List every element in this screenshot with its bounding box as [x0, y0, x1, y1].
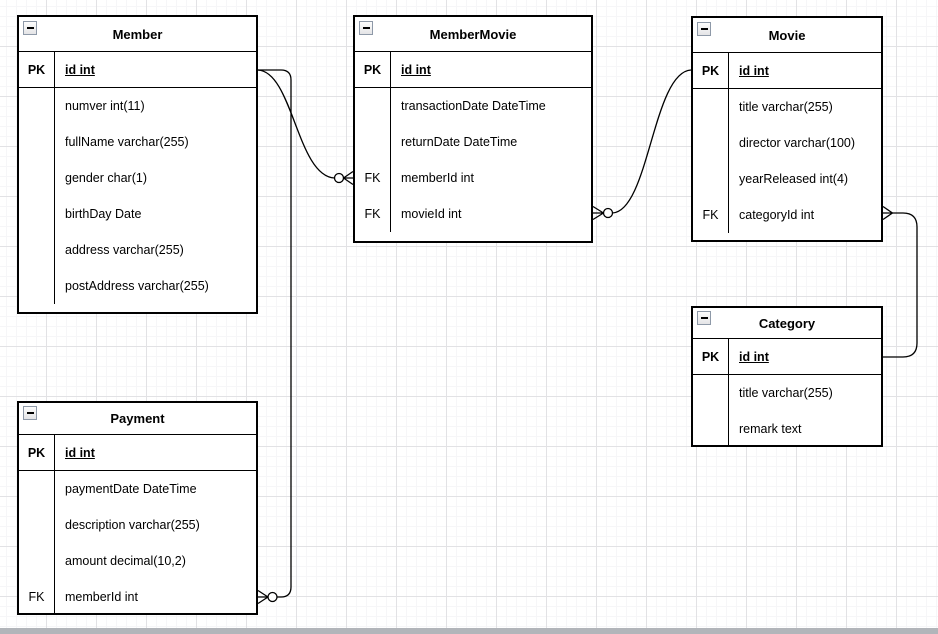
- pk-row[interactable]: PK id int: [19, 435, 256, 471]
- pk-field: id int: [739, 63, 769, 78]
- entity-member[interactable]: Member PK id int numver int(11) fullName…: [17, 15, 258, 314]
- field-row[interactable]: gender char(1): [19, 160, 256, 196]
- entity-category-header[interactable]: Category: [693, 308, 881, 339]
- pk-key: PK: [355, 52, 391, 87]
- table-filler: [19, 304, 256, 312]
- entity-title: Movie: [768, 27, 806, 43]
- entity-membermovie[interactable]: MemberMovie PK id int transactionDate Da…: [353, 15, 593, 243]
- edge-membermovie-movie[interactable]: [592, 69, 692, 221]
- entity-title: Member: [112, 26, 163, 42]
- field-row[interactable]: title varchar(255): [693, 375, 881, 411]
- pk-key: PK: [693, 53, 729, 88]
- collapse-minus-icon[interactable]: [23, 406, 37, 420]
- collapse-minus-icon[interactable]: [23, 21, 37, 35]
- pk-row[interactable]: PK id int: [19, 52, 256, 88]
- entity-movie-header[interactable]: Movie: [693, 18, 881, 53]
- minus-glyph: [700, 28, 708, 30]
- field-row[interactable]: FK memberId int: [19, 579, 256, 613]
- field-row[interactable]: numver int(11): [19, 88, 256, 124]
- table-filler: [693, 233, 881, 240]
- field-row[interactable]: director varchar(100): [693, 125, 881, 161]
- field-row[interactable]: description varchar(255): [19, 507, 256, 543]
- field-row[interactable]: postAddress varchar(255): [19, 268, 256, 304]
- crowsfoot-zero-many-icon: [343, 170, 354, 186]
- field-row[interactable]: FK memberId int: [355, 160, 591, 196]
- field-row[interactable]: paymentDate DateTime: [19, 471, 256, 507]
- minus-glyph: [26, 412, 34, 414]
- entity-movie[interactable]: Movie PK id int title varchar(255) direc…: [691, 16, 883, 242]
- entity-payment[interactable]: Payment PK id int paymentDate DateTime d…: [17, 401, 258, 615]
- field-row[interactable]: amount decimal(10,2): [19, 543, 256, 579]
- edge-payment-member[interactable]: [257, 69, 292, 605]
- horizontal-scrollbar[interactable]: [0, 628, 938, 634]
- pk-key: PK: [19, 52, 55, 87]
- field-row[interactable]: remark text: [693, 411, 881, 445]
- pk-field: id int: [65, 62, 95, 77]
- crowsfoot-many-icon: [882, 205, 893, 221]
- field-row[interactable]: address varchar(255): [19, 232, 256, 268]
- field-row[interactable]: FK categoryId int: [693, 197, 881, 233]
- pk-row[interactable]: PK id int: [693, 53, 881, 89]
- minus-glyph: [26, 27, 34, 29]
- pk-key: PK: [19, 435, 55, 470]
- pk-row[interactable]: PK id int: [355, 52, 591, 88]
- collapse-minus-icon[interactable]: [359, 21, 373, 35]
- field-row[interactable]: returnDate DateTime: [355, 124, 591, 160]
- entity-title: Payment: [110, 411, 165, 426]
- entity-member-header[interactable]: Member: [19, 17, 256, 52]
- entity-title: MemberMovie: [429, 26, 517, 42]
- field-row[interactable]: fullName varchar(255): [19, 124, 256, 160]
- entity-category[interactable]: Category PK id int title varchar(255) re…: [691, 306, 883, 447]
- collapse-minus-icon[interactable]: [697, 311, 711, 325]
- edge-movie-category[interactable]: [882, 205, 918, 358]
- pk-field: id int: [65, 445, 95, 460]
- field-row[interactable]: birthDay Date: [19, 196, 256, 232]
- field-row[interactable]: yearReleased int(4): [693, 161, 881, 197]
- field-row[interactable]: transactionDate DateTime: [355, 88, 591, 124]
- pk-row[interactable]: PK id int: [693, 339, 881, 375]
- pk-key: PK: [693, 339, 729, 374]
- entity-membermovie-header[interactable]: MemberMovie: [355, 17, 591, 52]
- collapse-minus-icon[interactable]: [697, 22, 711, 36]
- edge-member-membermovie[interactable]: [257, 69, 354, 186]
- field-row[interactable]: FK movieId int: [355, 196, 591, 232]
- field-row[interactable]: title varchar(255): [693, 89, 881, 125]
- table-filler: [355, 232, 591, 241]
- crowsfoot-zero-many-icon: [257, 589, 269, 605]
- minus-glyph: [362, 27, 370, 29]
- crowsfoot-zero-many-icon: [592, 205, 604, 221]
- entity-payment-header[interactable]: Payment: [19, 403, 256, 435]
- entity-title: Category: [758, 315, 816, 331]
- pk-field: id int: [401, 62, 431, 77]
- minus-glyph: [700, 317, 708, 319]
- pk-field: id int: [739, 349, 769, 364]
